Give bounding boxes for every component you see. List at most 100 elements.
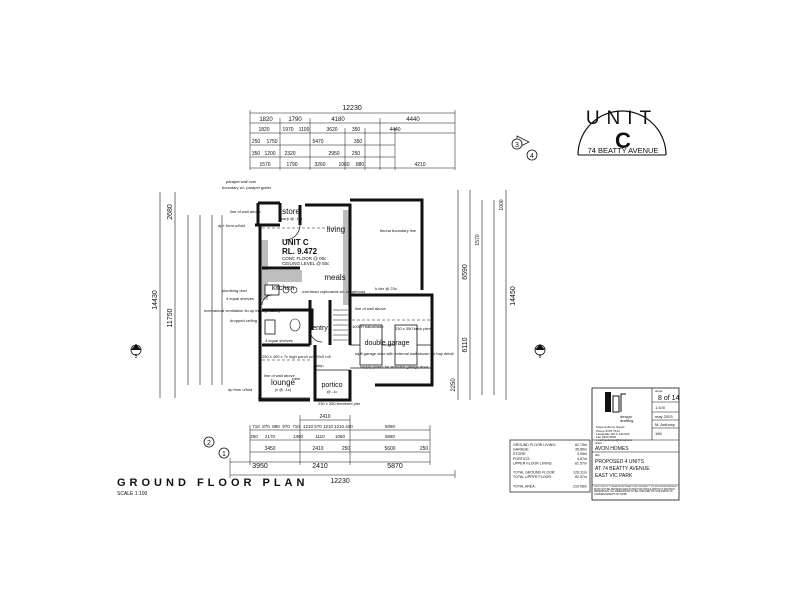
area-row-value: 3.05m (577, 452, 587, 456)
unit-logo: UNIT C 74 BEATTY AVENUE (577, 108, 667, 156)
dim-bottom-small: 2410 (319, 414, 330, 420)
note-boundary2: tinuna boundary line (380, 228, 417, 233)
dim-top-4a: 350 (252, 151, 261, 157)
note-garage-door: sq/ft garage door with external wall sho… (355, 351, 454, 356)
dim-top-5b: 1790 (286, 162, 297, 168)
area-table: GROUND FLOOR LIVING:82.79mGARAGE:35.89mS… (509, 439, 591, 493)
dim-b2-a: 250 (250, 434, 258, 439)
area-row-label: UPPER FLOOR LIVING: (513, 461, 553, 465)
bottom-dimensions: 2410 710 870 890 970 710 1210 570 1210 1… (229, 414, 456, 485)
note-shelves: 4 equal shelves (265, 338, 293, 343)
dim-top-3b: 1750 (266, 139, 277, 145)
dim-b1-h: 1210 (323, 424, 334, 429)
note-mech: mechanical ventilation flu up through ca… (204, 308, 280, 313)
sheet-number: 8 of 14 (658, 395, 680, 402)
room-lounge: lounge (271, 378, 296, 387)
note-window: 250 x 400 x 7c high porch w/- 20c0 roll (262, 354, 331, 359)
room-double-garage: double garage (365, 340, 410, 347)
dim-b3-e: 250 (420, 446, 429, 452)
note-thresh: h-tier @ 23c (375, 286, 397, 291)
note-boundary: boundary w/- parapet gutter (222, 185, 272, 190)
area-row-label: GROUND FLOOR LIVING: (513, 443, 556, 447)
dim-left-top: 2680 (167, 204, 174, 220)
dim-bottom-overall: 12230 (330, 478, 350, 485)
room-living: living (327, 225, 345, 234)
copyright-box: COPYRIGHT. THESE PLANS ARE THE PROPERTY … (594, 486, 677, 496)
dim-top-1a: 1820 (259, 117, 273, 123)
dim-top-4b: 1200 (264, 151, 275, 157)
dim-top-2d: 3620 (326, 127, 337, 133)
note-dp: dp+ form.u/fold (218, 223, 245, 228)
dim-top-5d: 1060 (338, 162, 349, 168)
designer-addr: Landsdale WA 6 132 820 (596, 432, 630, 436)
dim-top-3d: 350 (354, 139, 363, 145)
dim-right-small-a: 1000 (499, 199, 505, 210)
note-store: (carp @ -1c) (280, 216, 303, 221)
dim-top-2b: 1970 (282, 127, 293, 133)
area-row-label: STORE: (513, 452, 526, 456)
marker-2: 2 (207, 440, 211, 447)
note-line-wall2: line of wall above (264, 373, 295, 378)
area-row-value: 35.89m (575, 448, 587, 452)
dim-right-overall: 14450 (510, 286, 517, 306)
room-store: store (282, 207, 300, 216)
note-supply: supply power for selected garage door (360, 364, 429, 369)
dim-top-2c: 1100 (299, 127, 310, 133)
dim-b4-b: 2410 (312, 463, 328, 470)
note-line-wall3: line of wall above (355, 306, 386, 311)
dim-right-small-b: 1570 (475, 234, 481, 245)
dim-b1-b: 870 (262, 424, 270, 429)
logo-title: UNIT (586, 108, 658, 129)
tb-date: may 2003 (655, 414, 673, 419)
designer-phone: Phone 9378 7514 (596, 429, 620, 433)
dim-left-overall: 14430 (152, 290, 159, 310)
floor-plan (255, 198, 434, 402)
note-piers: 230 x 350 brick piers (395, 326, 432, 331)
designer-line2: drafting (620, 418, 633, 423)
left-dimensions: 14430 11750 2680 (152, 192, 223, 398)
note-1000h: 1000H balustrade (352, 324, 384, 329)
designer-fax: Fax 9333 6500 (596, 435, 616, 439)
dim-right-b: 6110 (462, 337, 469, 352)
note-plumbing: plumbing duct (222, 288, 248, 293)
note-overhead: overhead cupboards w/- rangehood (302, 289, 365, 294)
room-portico: portico (321, 382, 342, 389)
plan-title: GROUND FLOOR PLAN (117, 477, 308, 489)
title-block: design drafting Kayle Anthony Sands Phon… (591, 387, 680, 501)
floor-note: CONC FLOOR @ 00c (282, 256, 327, 261)
dim-top-4e: 250 (352, 151, 361, 157)
dim-top-3c: 5470 (312, 139, 323, 145)
dim-top-3a: 250 (252, 139, 261, 145)
dim-top-5c: 3260 (314, 162, 325, 168)
dim-b1-i: 1210 (334, 424, 345, 429)
title-line-1: PROPOSED 4 UNITS (595, 459, 645, 465)
dim-b1-k: 5050 (385, 424, 396, 429)
marker-1: 1 (222, 451, 226, 458)
marker-3: 3 (515, 142, 519, 149)
title-line-3: EAST VIC PARK (595, 473, 633, 479)
dim-b1-e: 710 (292, 424, 300, 429)
designer-line1: design (620, 414, 632, 419)
tb-drawn: M. Anthony (655, 422, 675, 427)
area-row-value: 210.08m (573, 484, 587, 488)
dim-b3-c: 250 (342, 446, 351, 452)
plan-scale: SCALE 1:100 (117, 491, 148, 497)
dim-top-4d: 2950 (328, 151, 339, 157)
room-labels: store (carp @ -1c) living UNIT C RL. 9.4… (271, 207, 410, 394)
note-shelves4: 4 equal shelves (226, 296, 254, 301)
sheet-label: sheet (655, 389, 663, 393)
dim-top-1d: 4440 (406, 117, 420, 123)
dim-b2-f: 5650 (385, 434, 396, 439)
dim-right-a: 6590 (462, 264, 469, 280)
room-kitchen: kitchen (272, 285, 294, 292)
dim-b4-c: 5870 (387, 463, 403, 470)
marker-side: 5 (135, 354, 138, 360)
unit-rl: RL. 9.472 (282, 247, 318, 256)
tb-scale: 1:100 (655, 405, 666, 410)
area-row-label: TOTAL AREA: (513, 484, 536, 488)
designer-email: e-mail kasdesigns@hotmail.com (596, 439, 632, 442)
title-label: title (595, 453, 600, 457)
area-row-value: 82.79m (575, 443, 587, 447)
note-parapet: parapet wall over (226, 179, 257, 184)
